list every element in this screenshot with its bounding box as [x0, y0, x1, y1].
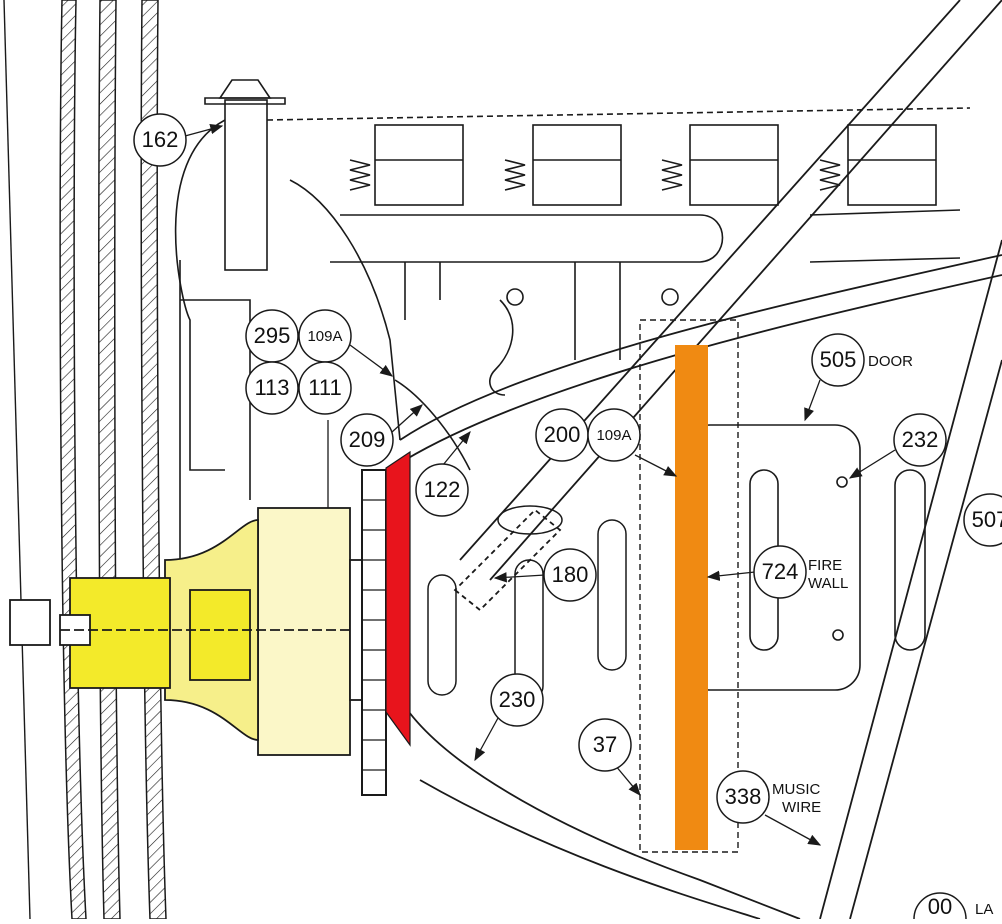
- cowl-louvers: [427, 505, 627, 701]
- orange-firewall-strip: [675, 345, 708, 850]
- callout-162: 162: [142, 127, 179, 152]
- engine-block: [174, 79, 971, 560]
- callout-507: 507: [972, 507, 1002, 532]
- callout-295: 295: [254, 323, 291, 348]
- callout-109a-mid: 109A: [596, 427, 631, 444]
- note-wall: WALL: [808, 575, 848, 592]
- callout-724: 724: [762, 559, 799, 584]
- callout-109a-top: 109A: [307, 328, 342, 345]
- callout-230: 230: [499, 687, 536, 712]
- callout-00: 00: [928, 894, 952, 919]
- propeller-blades: [3, 0, 167, 920]
- note-la: LA: [975, 901, 993, 918]
- callout-122: 122: [424, 477, 461, 502]
- spinner-bulkhead: [361, 469, 387, 796]
- callout-113: 113: [254, 375, 289, 400]
- note-music: MUSIC: [772, 781, 821, 798]
- note-door: DOOR: [868, 353, 913, 370]
- callout-200: 200: [544, 422, 581, 447]
- door-panel: [684, 424, 926, 691]
- callout-338: 338: [725, 784, 762, 809]
- callout-505: 505: [820, 347, 857, 372]
- note-fire: FIRE: [808, 557, 842, 574]
- red-highlight-part: [385, 450, 411, 747]
- leader-lines: [184, 124, 896, 846]
- callout-111: 111: [308, 375, 341, 400]
- callout-circles: [133, 113, 1002, 924]
- callout-180: 180: [552, 562, 589, 587]
- callout-209: 209: [349, 427, 386, 452]
- callout-37: 37: [593, 732, 617, 757]
- firewall-outline: [639, 319, 739, 853]
- note-wire: WIRE: [782, 799, 821, 816]
- callout-232: 232: [902, 427, 939, 452]
- fuselage-tubes: [453, 0, 1002, 920]
